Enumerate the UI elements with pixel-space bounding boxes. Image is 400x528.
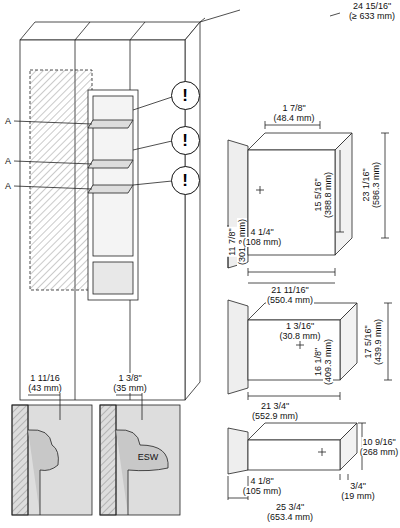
dimension-label: (35 mm) <box>112 383 148 393</box>
dimension-label: 10 9/16" <box>361 437 396 447</box>
dimension-label: (108 mm) <box>242 237 283 247</box>
dimension-label: 4 1/4" <box>249 227 274 237</box>
warning-mark: ! <box>182 172 188 189</box>
warning-circle: ! <box>171 126 200 155</box>
dimension-label: 21 3/4" <box>260 401 290 411</box>
warning-circle: ! <box>171 81 200 110</box>
dimension-label: 4 1/8" <box>249 476 274 486</box>
dimension-label: 1 11/16 <box>29 373 60 383</box>
warning-circle: ! <box>171 166 200 195</box>
part-letter: A <box>4 181 12 191</box>
dimension-label: 21 11/16" <box>270 285 310 295</box>
dimension-label: (19 mm) <box>340 491 376 501</box>
dimension-label: 17 5/16" <box>363 324 373 359</box>
dimension-label: 3/4" <box>349 481 367 491</box>
dimension-label: (105 mm) <box>242 486 283 496</box>
dimension-label: (43 mm) <box>27 383 63 393</box>
dimension-label: (586.3 mm) <box>371 161 381 209</box>
appliance-drawer <box>228 300 392 400</box>
dimension-label: 1 3/8" <box>117 373 142 383</box>
appliance-oven <box>228 121 389 283</box>
part-label: ESW <box>137 452 160 462</box>
dimension-label: 1 7/8" <box>281 103 306 113</box>
dimension-label: 15 5/16" <box>313 177 323 212</box>
dimension-label: 16 1/8" <box>313 347 323 377</box>
dimension-label: (550.4 mm) <box>266 295 314 305</box>
dimension-label: 1 3/16" <box>285 321 315 331</box>
part-letter: A <box>4 116 12 126</box>
dimension-label: (48.4 mm) <box>272 113 315 123</box>
dimension-label: 11 7/8" <box>227 227 237 257</box>
dimension-label: (552.9 mm) <box>251 411 299 421</box>
section-detail <box>12 392 180 515</box>
dimension-label: (439.9 mm) <box>373 318 383 366</box>
dimension-label: (653.4 mm) <box>266 512 314 522</box>
part-letter: A <box>4 156 12 166</box>
dimension-label: (≥ 633 mm) <box>348 11 396 21</box>
appliance-warming-drawer <box>228 423 366 500</box>
dimension-label: 23 1/16" <box>361 167 371 202</box>
dimension-label: (30.8 mm) <box>278 331 321 341</box>
warning-mark: ! <box>182 87 188 104</box>
dimension-label: (268 mm) <box>359 447 400 457</box>
dimension-label: 25 3/4" <box>275 502 305 512</box>
dimension-label: (388.8 mm) <box>323 171 333 219</box>
dimension-label: (409.3 mm) <box>323 338 333 386</box>
cabinet <box>14 10 340 400</box>
dimension-label: 24 15/16" <box>352 1 392 11</box>
warning-mark: ! <box>182 132 188 149</box>
